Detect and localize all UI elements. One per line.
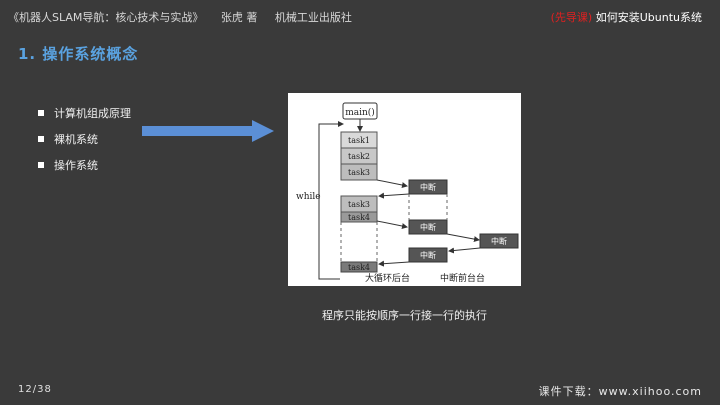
book-title: 《机器人SLAM导航：核心技术与实战》: [8, 11, 204, 24]
interrupt-label: 中断: [420, 250, 436, 260]
interrupt-label: 中断: [420, 182, 436, 192]
header-lesson: (先导课) 如何安装Ubuntu系统: [551, 9, 702, 25]
interrupt-label: 中断: [420, 222, 436, 232]
download-link: 课件下载：www.xiihoo.com: [538, 385, 702, 398]
diagram-caption: 程序只能按顺序一行接一行的执行: [322, 309, 487, 322]
publisher: 机械工业出版社: [274, 11, 352, 24]
page-number: 12/38: [18, 384, 52, 395]
task-label: task3: [348, 168, 370, 177]
while-label: while: [296, 192, 321, 202]
bullet-item: 计算机组成原理: [38, 100, 131, 126]
background-loop-caption: 大循环后台: [365, 272, 410, 284]
bullet-item: 操作系统: [38, 152, 131, 178]
bullet-list: 计算机组成原理 裸机系统 操作系统: [38, 100, 131, 178]
lesson-title: 如何安装Ubuntu系统: [595, 11, 702, 24]
bullet-label: 裸机系统: [54, 133, 98, 146]
interrupt-label: 中断: [491, 236, 507, 246]
section-title: 1. 操作系统概念: [18, 45, 139, 63]
task-label: task4: [348, 213, 370, 222]
main-label: main(): [345, 107, 375, 118]
task-label: task1: [348, 136, 370, 145]
foreground-interrupt-caption: 中断前台台: [440, 272, 485, 284]
bullet-label: 计算机组成原理: [54, 107, 131, 120]
bullet-square-icon: [38, 110, 44, 116]
author: 张虎 著: [220, 11, 258, 24]
task-label: task4: [348, 263, 370, 272]
right-arrow-icon: [142, 120, 274, 142]
bullet-label: 操作系统: [54, 159, 98, 172]
bullet-item: 裸机系统: [38, 126, 131, 152]
bullet-square-icon: [38, 136, 44, 142]
task-label: task2: [348, 152, 370, 161]
task-label: task3: [348, 200, 370, 209]
header-book-info: 《机器人SLAM导航：核心技术与实战》 张虎 著 机械工业出版社: [8, 9, 366, 25]
program-flow-diagram: main() while task1 task2 task3 中断 task3 …: [288, 93, 521, 286]
lesson-tag: (先导课): [550, 11, 593, 24]
bullet-square-icon: [38, 162, 44, 168]
